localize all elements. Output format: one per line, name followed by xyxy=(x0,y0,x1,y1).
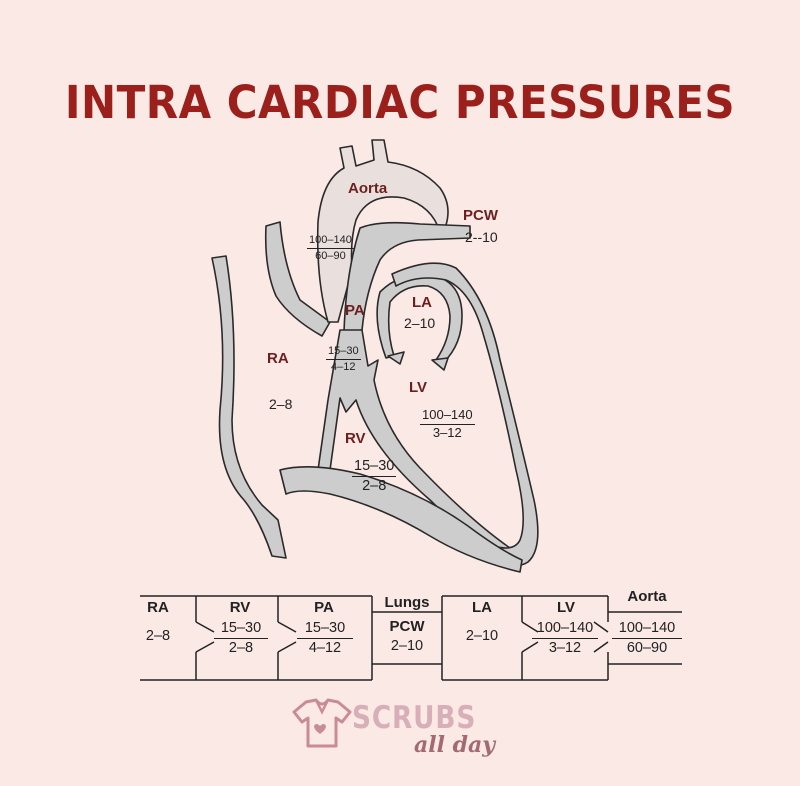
flow-rv-pressure: 15–30 2–8 xyxy=(214,620,268,658)
mitral-valve xyxy=(387,351,449,371)
flow-rv-label: RV xyxy=(229,599,251,616)
flow-pa-label: PA xyxy=(314,599,334,616)
aorta-pressure: 100–140 60–90 xyxy=(307,234,354,262)
ra-value: 2–8 xyxy=(269,396,293,412)
flow-la-value: 2–10 xyxy=(465,628,499,644)
flow-ra-value: 2–8 xyxy=(145,628,171,644)
lv-pressure: 100–140 3–12 xyxy=(420,407,475,441)
pcw-label: PCW xyxy=(463,207,498,224)
pa-diastolic: 4–12 xyxy=(331,360,356,373)
flow-pa-pressure: 15–30 4–12 xyxy=(297,620,353,658)
flow-pcw-label: PCW xyxy=(389,618,425,635)
pcw-value: 2--10 xyxy=(465,229,498,245)
logo-tagline: all day xyxy=(414,732,496,758)
rv-pressure: 15–30 2–8 xyxy=(352,458,397,494)
pa-systolic: 15–30 xyxy=(326,345,361,360)
rv-bottom-wall xyxy=(279,466,523,573)
logo-name: SCRUBS xyxy=(352,700,477,736)
flow-lv-label: LV xyxy=(556,599,576,616)
rv-systolic: 15–30 xyxy=(352,458,397,477)
lv-systolic: 100–140 xyxy=(420,407,475,425)
rv-label: RV xyxy=(345,430,366,447)
flow-pa-diastolic: 4–12 xyxy=(308,640,342,657)
flow-rv-systolic: 15–30 xyxy=(214,620,268,640)
la-value: 2–10 xyxy=(404,315,436,331)
scrubs-shirt-icon xyxy=(292,698,352,748)
flow-pa-systolic: 15–30 xyxy=(297,620,353,640)
flow-lv-diastolic: 3–12 xyxy=(548,640,582,657)
flow-aorta-diastolic: 60–90 xyxy=(626,640,668,657)
flow-aorta-pressure: 100–140 60–90 xyxy=(612,620,682,658)
flow-pcw-value: 2–10 xyxy=(390,638,424,654)
aorta-arch xyxy=(316,139,449,323)
flow-lv-systolic: 100–140 xyxy=(532,620,598,640)
page-title: INTRA CARDIAC PRESSURES xyxy=(64,76,736,129)
flow-ra-label: RA xyxy=(147,599,169,616)
flow-la-label: LA xyxy=(472,599,492,616)
aorta-systolic: 100–140 xyxy=(307,234,354,249)
flow-rv-diastolic: 2–8 xyxy=(228,640,254,657)
rv-diastolic: 2–8 xyxy=(362,477,387,494)
pa-pressure: 15–30 4–12 xyxy=(326,345,361,373)
flow-aorta-systolic: 100–140 xyxy=(612,620,682,640)
ra-label: RA xyxy=(267,350,289,367)
flow-aorta-label: Aorta xyxy=(627,588,667,605)
aorta-label: Aorta xyxy=(348,180,388,197)
pa-label: PA xyxy=(345,302,365,319)
la-wall xyxy=(376,273,463,363)
lv-label: LV xyxy=(409,379,428,396)
la-label: LA xyxy=(412,294,432,311)
ra-outer-wall xyxy=(211,255,287,559)
lv-diastolic: 3–12 xyxy=(432,424,462,440)
pulmonary-artery xyxy=(343,221,471,333)
svc-wall xyxy=(264,221,331,337)
flow-lungs-label: Lungs xyxy=(384,594,430,611)
flow-lv-pressure: 100–140 3–12 xyxy=(532,620,598,658)
aorta-diastolic: 60–90 xyxy=(315,249,346,262)
